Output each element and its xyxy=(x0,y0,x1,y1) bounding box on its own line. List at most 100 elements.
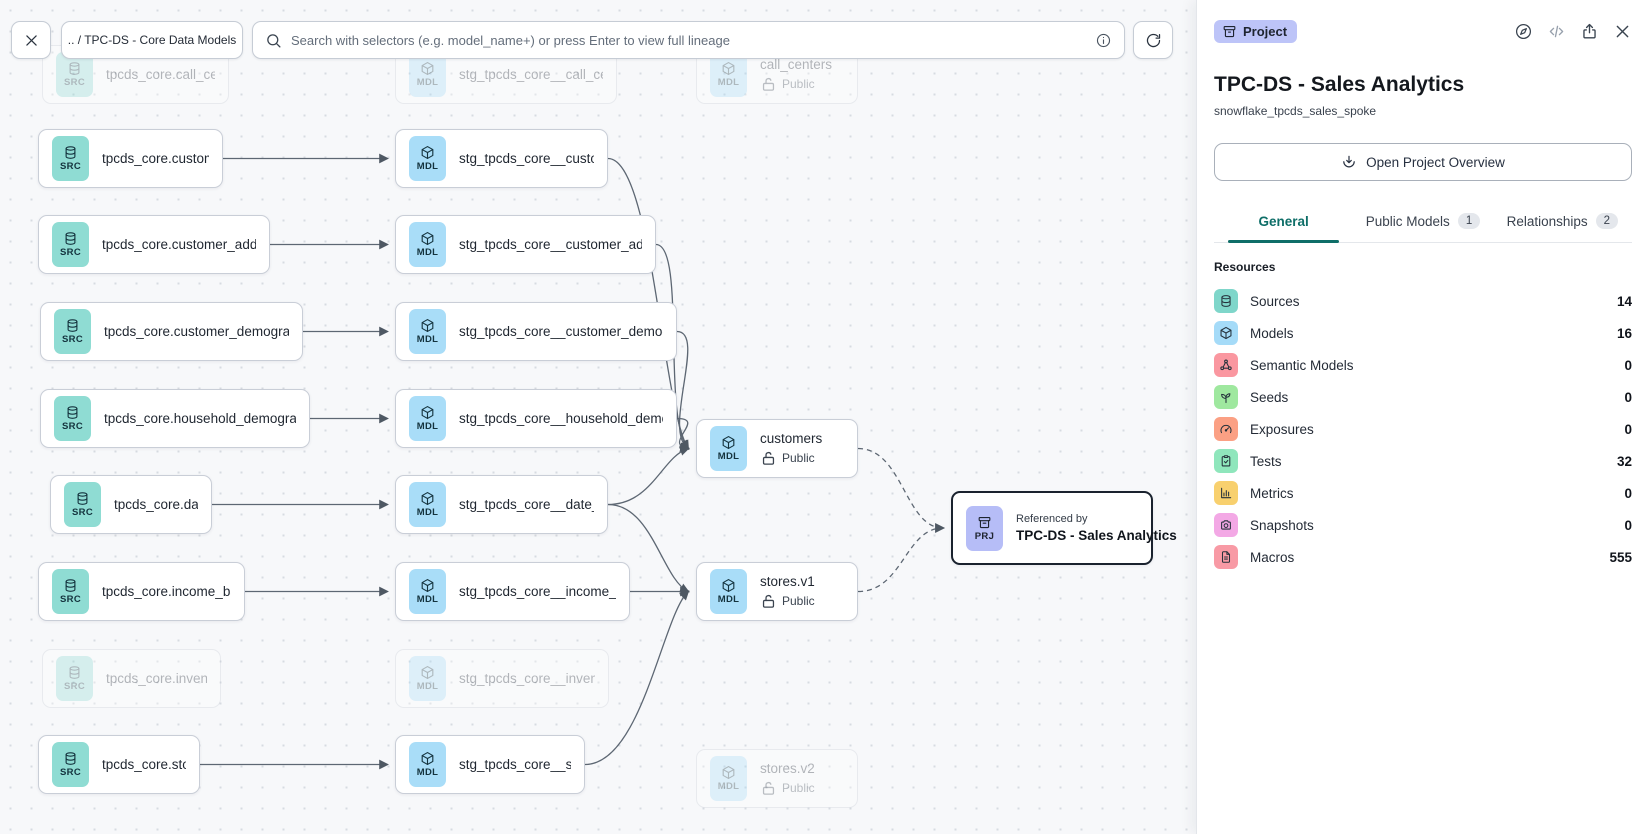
resource-label: Sources xyxy=(1250,293,1300,309)
node-label: tpcds_core.customer_address xyxy=(102,237,256,252)
lock-open-icon xyxy=(760,450,777,467)
tab-count-badge: 1 xyxy=(1457,213,1481,229)
node-src_customer_address[interactable]: SRC tpcds_core.customer_address xyxy=(38,215,270,274)
code-button[interactable] xyxy=(1547,22,1566,41)
tab-general[interactable]: General xyxy=(1214,204,1353,243)
lock-open-icon xyxy=(760,76,777,93)
cube-icon: MDL xyxy=(710,426,747,471)
exposure-icon xyxy=(1214,417,1238,441)
close-icon xyxy=(23,32,40,49)
database-icon: SRC xyxy=(54,309,91,354)
referenced-by-label: Referenced by xyxy=(1016,513,1088,525)
node-stg_household_demographics[interactable]: MDLstg_tpcds_core__household_demogr… xyxy=(395,389,677,448)
semantic-model-icon xyxy=(1214,353,1238,377)
resource-count: 14 xyxy=(1616,293,1632,309)
resource-label: Seeds xyxy=(1250,389,1289,405)
node-src_date_dim[interactable]: SRC tpcds_core.date_dim xyxy=(50,475,212,534)
database-icon: SRC xyxy=(52,222,89,267)
resource-label: Exposures xyxy=(1250,421,1314,437)
cube-icon: MDL xyxy=(710,52,747,97)
node-label: tpcds_core.inventory xyxy=(106,671,207,686)
resource-count: 0 xyxy=(1624,357,1632,373)
lock-open-icon xyxy=(760,780,777,797)
database-icon: SRC xyxy=(52,136,89,181)
resource-row-sources[interactable]: Sources 14 xyxy=(1214,285,1632,317)
node-label: tpcds_core.date_dim xyxy=(114,497,198,512)
refresh-icon xyxy=(1145,32,1162,49)
cube-icon: MDL xyxy=(409,309,446,354)
open-project-overview-button[interactable]: Open Project Overview xyxy=(1214,143,1632,181)
breadcrumb[interactable]: .. / TPC-DS - Core Data Models xyxy=(61,21,243,59)
close-panel-button[interactable] xyxy=(1613,22,1632,41)
cube-icon: MDL xyxy=(710,569,747,614)
node-src_income_band[interactable]: SRC tpcds_core.income_band xyxy=(38,562,245,621)
lock-open-icon xyxy=(760,593,777,610)
node-label: tpcds_core.income_band xyxy=(102,584,231,599)
node-label: TPC-DS - Sales Analytics xyxy=(1016,528,1177,543)
node-label: tpcds_core.call_center xyxy=(106,67,215,82)
node-label: tpcds_core.household_demographics xyxy=(104,411,296,426)
project-type-label: Project xyxy=(1243,24,1288,39)
node-label: tpcds_core.customer xyxy=(102,151,209,166)
database-icon: SRC xyxy=(64,482,101,527)
search-bar[interactable] xyxy=(252,21,1125,59)
cube-icon: MDL xyxy=(409,136,446,181)
snapshot-icon xyxy=(1214,513,1238,537)
resource-count: 32 xyxy=(1616,453,1632,469)
lineage-canvas[interactable]: SRCtpcds_core.call_centerSRCtpcds_core.c… xyxy=(0,0,1196,834)
node-label: call_centers xyxy=(760,56,833,72)
node-label: stores.v1 xyxy=(760,573,815,589)
database-icon: SRC xyxy=(52,569,89,614)
resource-label: Macros xyxy=(1250,549,1295,565)
metric-icon xyxy=(1214,481,1238,505)
database-icon: SRC xyxy=(54,396,91,441)
node-label: stg_tpcds_core__inventory xyxy=(459,671,595,686)
refresh-button[interactable] xyxy=(1133,21,1173,59)
info-icon[interactable] xyxy=(1095,32,1112,49)
node-src_household_demographics[interactable]: SRC tpcds_core.household_demographics xyxy=(40,389,310,448)
cube-icon: MDL xyxy=(409,569,446,614)
open-overview-icon xyxy=(1341,154,1357,170)
node-src_customer[interactable]: SRC tpcds_core.customer xyxy=(38,129,223,188)
cube-icon: MDL xyxy=(409,742,446,787)
project-details-panel: Project TPC-DS - Sales Analytics snowfla… xyxy=(1196,0,1648,834)
database-icon: SRC xyxy=(56,52,93,97)
project-type-badge: Project xyxy=(1214,20,1298,43)
search-input[interactable] xyxy=(291,32,1086,48)
archive-box-icon xyxy=(1222,24,1237,39)
resource-count: 0 xyxy=(1624,517,1632,533)
resource-label: Metrics xyxy=(1250,485,1294,501)
cube-icon: MDL xyxy=(710,756,747,801)
explore-compass-button[interactable] xyxy=(1514,22,1533,41)
close-lineage-button[interactable] xyxy=(11,21,51,59)
node-stg_customer_demographics[interactable]: MDLstg_tpcds_core__customer_demogra… xyxy=(395,302,677,361)
tab-count-badge: 2 xyxy=(1595,213,1619,229)
share-button[interactable] xyxy=(1580,22,1599,41)
lineage-edges xyxy=(200,153,945,770)
project-subtitle: snowflake_tpcds_sales_spoke xyxy=(1214,104,1377,118)
